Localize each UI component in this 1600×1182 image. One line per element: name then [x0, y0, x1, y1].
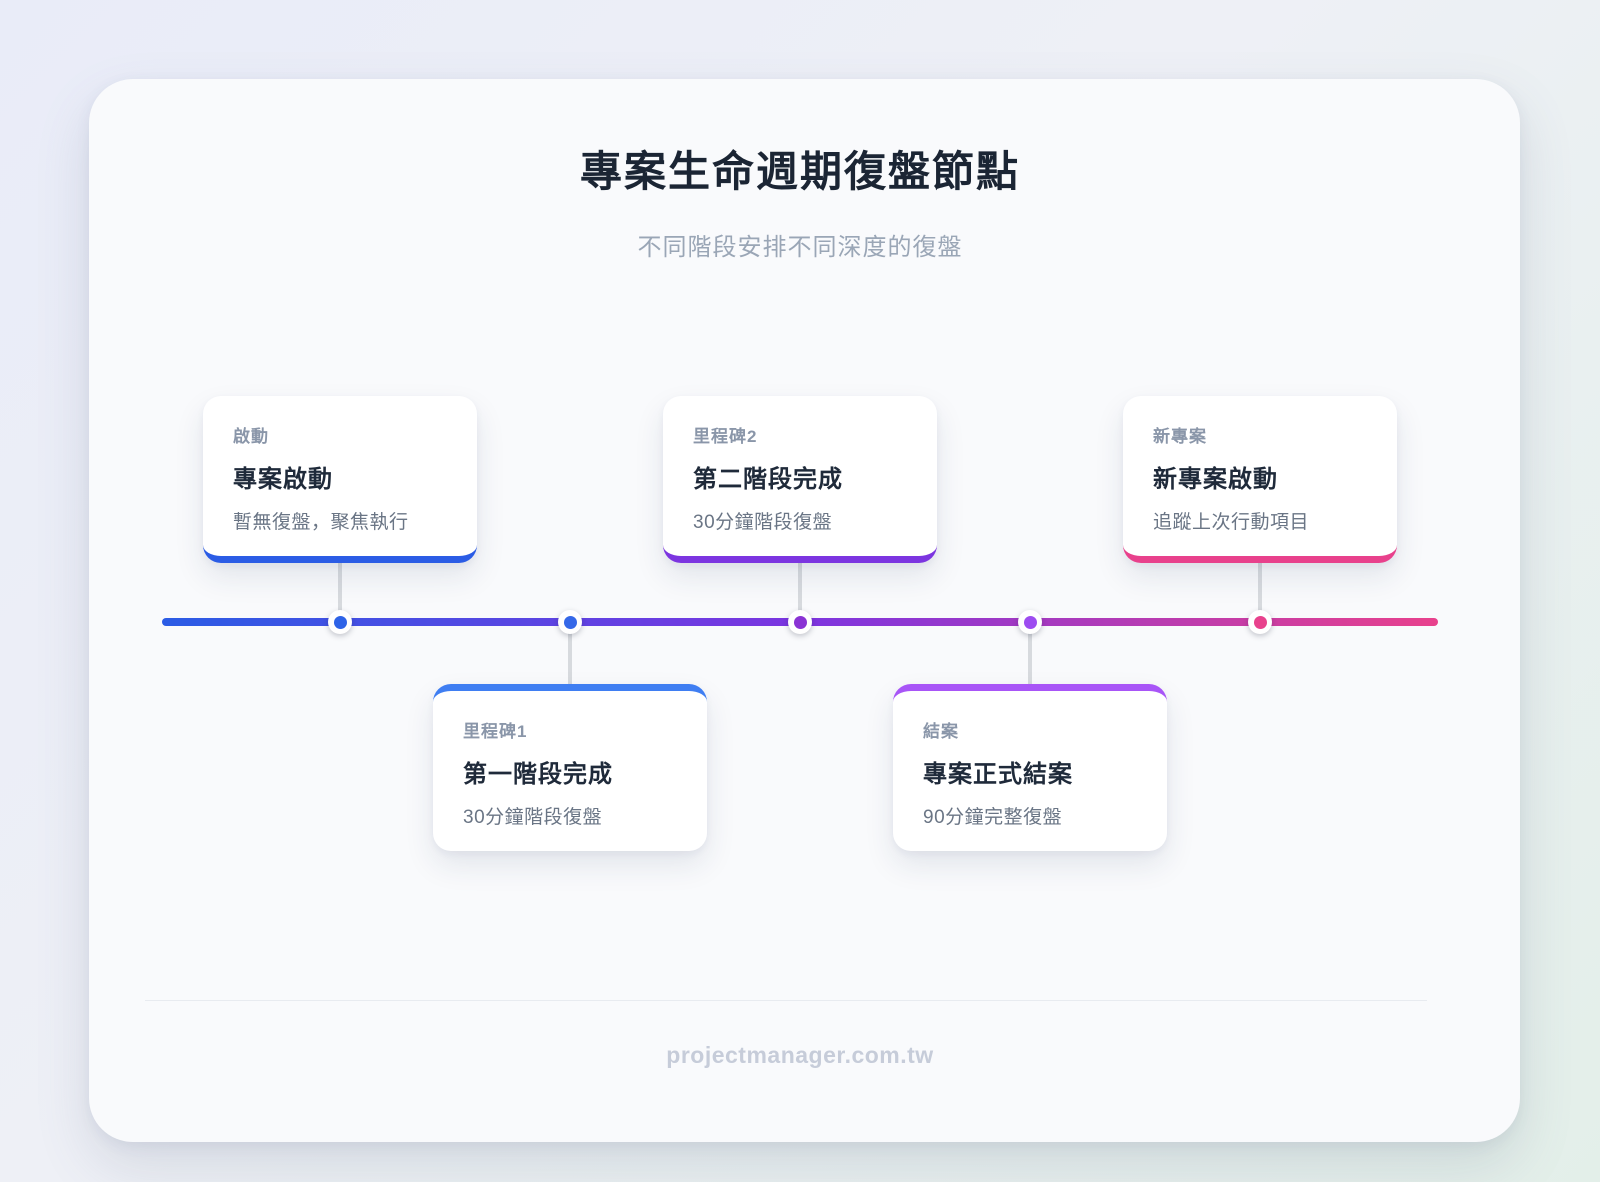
page-subtitle: 不同階段安排不同深度的復盤 — [637, 234, 963, 261]
card-title: 新專案啟動 — [1153, 466, 1278, 493]
timeline-connector-1 — [338, 546, 342, 622]
card-title: 第二階段完成 — [693, 466, 843, 493]
card-label: 新專案 — [1153, 427, 1207, 446]
card-label: 里程碑1 — [463, 722, 528, 741]
timeline-card-1: 啟動 專案啟動 暫無復盤，聚焦執行 — [203, 396, 477, 563]
card-description: 90分鐘完整復盤 — [923, 807, 1063, 828]
timeline-dot-core-4 — [1023, 615, 1037, 629]
timeline-dot-core-5 — [1253, 615, 1267, 629]
footer-divider — [145, 1000, 1427, 1001]
card-label: 結案 — [923, 722, 959, 741]
card-label: 啟動 — [233, 427, 269, 446]
timeline-connector-4 — [1028, 622, 1032, 686]
timeline-dot-1 — [328, 610, 352, 634]
timeline-dot-core-1 — [333, 615, 347, 629]
timeline-dot-2 — [558, 610, 582, 634]
card-label: 里程碑2 — [693, 427, 758, 446]
card-description: 暫無復盤，聚焦執行 — [233, 512, 409, 533]
timeline-card-2: 里程碑1 第一階段完成 30分鐘階段復盤 — [433, 684, 707, 851]
card-title: 第一階段完成 — [463, 761, 613, 788]
card-title: 專案啟動 — [233, 466, 333, 493]
footer-site-name: projectmanager.com.tw — [666, 1042, 934, 1068]
timeline-connector-3 — [798, 546, 802, 622]
timeline-card-5: 新專案 新專案啟動 追蹤上次行動項目 — [1123, 396, 1397, 563]
page-header: 專案生命週期復盤節點 不同階段安排不同深度的復盤 — [0, 138, 1600, 262]
card-description: 30分鐘階段復盤 — [463, 807, 603, 828]
timeline-dot-core-3 — [793, 615, 807, 629]
timeline-connector-5 — [1258, 546, 1262, 622]
card-description: 追蹤上次行動項目 — [1153, 512, 1310, 533]
timeline-connector-2 — [568, 622, 572, 686]
timeline-dot-4 — [1018, 610, 1042, 634]
timeline-card-3: 里程碑2 第二階段完成 30分鐘階段復盤 — [663, 396, 937, 563]
timeline-dot-5 — [1248, 610, 1272, 634]
page-title: 專案生命週期復盤節點 — [579, 148, 1020, 195]
timeline-dot-core-2 — [563, 615, 577, 629]
card-title: 專案正式結案 — [923, 761, 1073, 788]
timeline-dot-3 — [788, 610, 812, 634]
timeline-card-4: 結案 專案正式結案 90分鐘完整復盤 — [893, 684, 1167, 851]
card-description: 30分鐘階段復盤 — [693, 512, 833, 533]
